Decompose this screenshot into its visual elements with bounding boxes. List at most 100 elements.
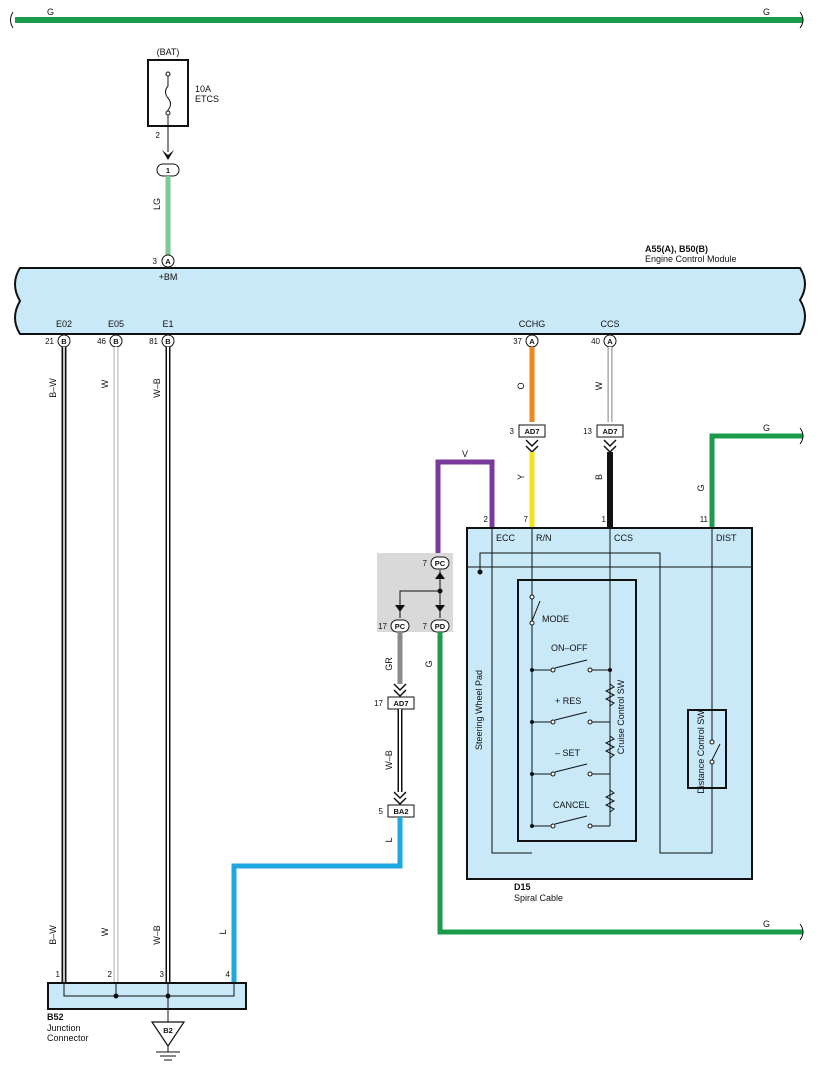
e1-wire-label-top: W–B	[152, 378, 162, 398]
d15-pin-label-ccs: CCS	[614, 533, 633, 543]
l-blue-wire	[231, 817, 403, 985]
e05-wire-label-top: W	[100, 379, 110, 388]
ba2-num: 5	[379, 807, 384, 816]
onoff-switch-contact	[587, 667, 593, 673]
fuse-source: (BAT)	[157, 47, 180, 57]
pc-left-name: PC	[395, 622, 406, 631]
cruise-control-sw-label: Cruise Control SW	[616, 679, 626, 754]
mode-switch-blade	[531, 600, 541, 622]
gr-wire-label: GR	[384, 657, 394, 671]
d15-pin-label-rn: R/N	[536, 533, 552, 543]
junction-dot	[113, 993, 119, 999]
ecm-id: A55(A), B50(B)	[645, 244, 708, 254]
pc-left-num: 17	[378, 622, 387, 631]
e05-wire-label-bottom: W	[100, 927, 110, 936]
d15-pin-label-ecc: ECC	[496, 533, 516, 543]
connector-arrow-icon	[162, 150, 174, 160]
res-switch-contact	[587, 719, 593, 725]
junction-name-line2: Connector	[47, 1033, 89, 1043]
mode-switch-contact	[529, 594, 535, 600]
onoff-switch-blade	[532, 659, 610, 671]
jc-pin-3: 3	[160, 970, 165, 979]
pc-pd-junction: PC 7 PC 17 PD 7	[377, 553, 453, 633]
cancel-switch-contact	[587, 823, 593, 829]
ecm-pin-label-e02: E02	[56, 319, 72, 329]
junction-connector-b52: 1 2 3 4 B52 Junction Connector B2	[47, 970, 247, 1061]
ad7-cchg-num: 3	[510, 427, 515, 436]
junction-id: B52	[47, 1012, 64, 1022]
junction-dot	[608, 668, 612, 672]
ecm-pin-conn-cchg: A	[529, 337, 535, 346]
ecm-power-pin-label: +BM	[159, 272, 178, 282]
ecm-pin-num-e02: 21	[45, 337, 54, 346]
distance-control-switch-box	[687, 709, 727, 789]
dist-wire-label: G	[696, 484, 706, 491]
pc-top-num: 7	[423, 559, 428, 568]
onoff-switch-contact	[550, 667, 556, 673]
ecm-pin-label-e1: E1	[162, 319, 173, 329]
jc4-wire-label: L	[218, 929, 228, 934]
d15-pin-num-ecc: 2	[484, 515, 489, 524]
bottom-wire-break	[799, 923, 804, 941]
switch-label-mode: MODE	[542, 614, 569, 624]
top-bus-right-break	[799, 11, 804, 29]
switch-label-res: + RES	[555, 696, 581, 706]
fuse-name: ETCS	[195, 94, 219, 104]
junction-dot	[530, 720, 534, 724]
ground-symbol-icon	[156, 1046, 180, 1061]
d15-pin-num-dist: 11	[700, 515, 709, 524]
ecm-pin-conn-e02: B	[61, 337, 67, 346]
d15-pin-num-ccs: 1	[602, 515, 607, 524]
cancel-switch-blade	[532, 815, 610, 827]
ecc-violet-wire	[435, 459, 495, 555]
cchg-circuit: O AD7 3 Y	[510, 347, 546, 528]
ecm-pin-num-ccs: 40	[591, 337, 600, 346]
ground-triangle-icon	[150, 1021, 186, 1048]
e1-wire-label-bottom: W–B	[152, 925, 162, 945]
lg-wire-label: LG	[152, 198, 162, 210]
junction-dot	[530, 824, 534, 828]
e02-wire-label-top: B–W	[48, 378, 58, 398]
fuse-pin: 2	[156, 131, 161, 140]
connector-chevron-icon	[525, 439, 539, 454]
top-g-bus: G G	[10, 7, 804, 29]
connector-chevron-icon	[393, 791, 407, 806]
ecc-internal-line	[491, 528, 532, 854]
cancel-switch-contact	[550, 823, 556, 829]
set-switch-contact	[550, 771, 556, 777]
connector-arrow-icon	[435, 605, 445, 612]
ecc-wire-label: V	[462, 449, 468, 459]
res-switch-contact	[550, 719, 556, 725]
fuse-connector-label: 1	[166, 166, 170, 175]
ground-wires: B–W W W–B B–W W W–B	[48, 347, 171, 985]
ccs-circuit: W AD7 13 B	[583, 347, 624, 528]
distance-switch-blade	[711, 743, 721, 761]
resistor-icon	[604, 683, 616, 707]
ecm-pin-conn-e05: B	[113, 337, 119, 346]
ccs-wire-label: W	[594, 381, 604, 390]
ecm-pin-conn-ccs: A	[607, 337, 613, 346]
distance-switch-contact	[709, 739, 715, 745]
ecc-circuit: V	[435, 449, 495, 555]
engine-control-module: A55(A), B50(B) Engine Control Module A 3…	[14, 244, 806, 348]
ecm-power-pin-num: 3	[153, 257, 158, 266]
ecm-body	[14, 267, 806, 335]
jc-pin-1: 1	[56, 970, 61, 979]
fuse-symbol	[165, 74, 171, 126]
fuse-terminal-top	[165, 71, 171, 77]
ecm-power-pin-conn: A	[165, 257, 171, 266]
ground-id: B2	[163, 1026, 173, 1035]
ecm-pin-num-cchg: 37	[513, 337, 522, 346]
ad7-cchg-connector	[518, 424, 546, 438]
ba2-name: BA2	[393, 807, 408, 816]
jc-pin-4: 4	[226, 970, 231, 979]
junction-dot	[165, 993, 171, 999]
cruise-control-switch-box	[517, 579, 637, 842]
ad7-cchg-name: AD7	[524, 427, 539, 436]
switch-label-cancel: CANCEL	[553, 800, 590, 810]
junction-dot	[530, 668, 534, 672]
ecm-pin-num-e05: 46	[97, 337, 106, 346]
pc-top-name: PC	[435, 559, 446, 568]
dist-internal-line	[479, 528, 713, 854]
